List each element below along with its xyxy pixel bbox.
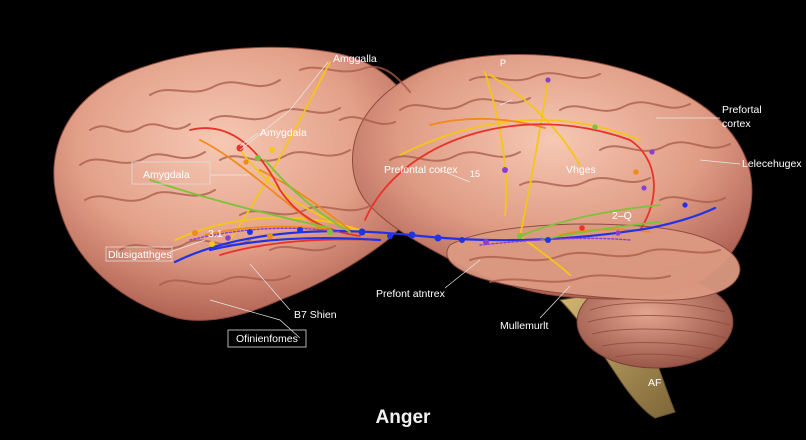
left-gyri [79,65,411,286]
right-gyri [389,72,731,283]
label-leaders [105,61,741,348]
diagram-title: Anger [376,407,432,428]
label-vhges: Vhges [566,164,596,176]
label-prefrontal-right-1: Prefortal [722,104,762,116]
label-prefrontal-right-2: cortex [722,118,751,130]
label-2q: 2–Q [612,210,632,222]
label-ofinienfomes: Ofinienfomes [236,333,298,345]
label-15: 15 [470,169,480,179]
cerebellum-folia [587,302,731,361]
label-3-1: 3.1 [208,228,223,240]
label-prefont-atntrex: Prefont atntrex [376,288,446,300]
label-amygdala-left: Amygdala [143,169,190,181]
label-mullemurlt: Mullemurlt [500,320,549,332]
pathway-green [149,159,661,241]
label-b7-shien: B7 Shien [294,309,337,321]
pathway-purple [189,227,631,246]
label-prefrontal-center: Prefontal cortex [384,164,458,176]
label-amygdala-top: Amygdala [260,127,307,139]
label-dlusigatthges: Dlusigatthges [108,249,172,261]
label-amggalla: Amggalla [333,53,377,65]
pathway-orange [199,117,651,236]
label-af: AF [648,377,661,389]
label-p-top: P [500,58,506,68]
temporal-lobe [446,223,741,301]
label-lelecehugex: Lelecehugex [742,158,802,170]
pathway-nodes [192,77,688,247]
